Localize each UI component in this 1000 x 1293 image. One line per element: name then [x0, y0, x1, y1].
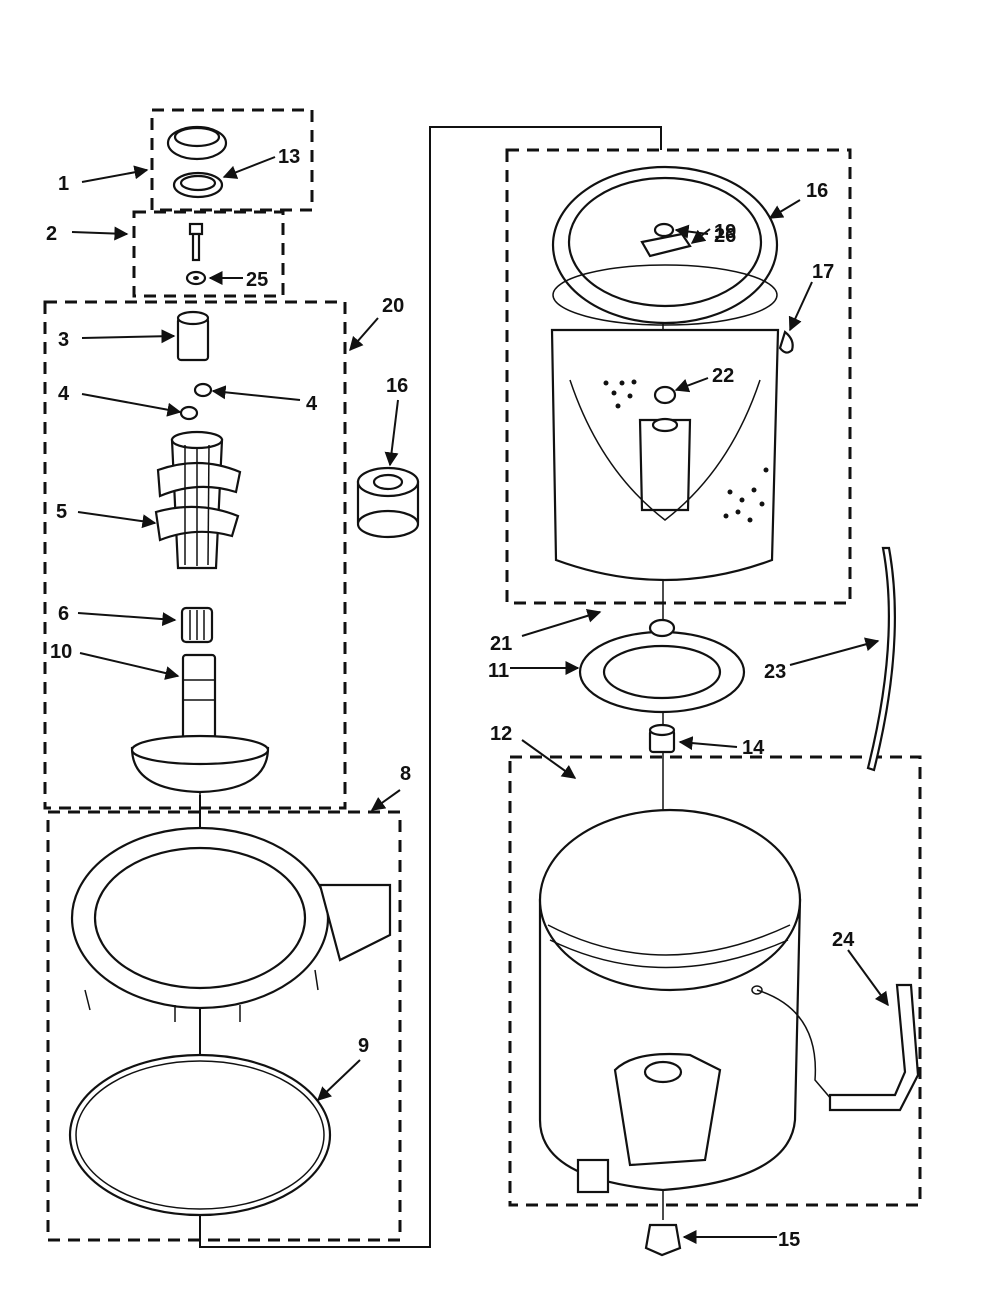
label-1: 1 — [58, 173, 69, 195]
group-box-cap — [150, 108, 314, 212]
leader-23 — [789, 637, 880, 666]
label-3: 3 — [58, 329, 69, 351]
leader-16b — [768, 199, 801, 219]
bolt-washer — [185, 270, 207, 286]
leader-13 — [222, 156, 276, 179]
label-25: 25 — [246, 269, 268, 291]
group-box-agitator — [43, 300, 347, 810]
coupling-part — [648, 723, 676, 754]
label-23: 23 — [764, 661, 786, 683]
label-13: 13 — [278, 146, 300, 168]
label-20: 20 — [382, 295, 404, 317]
label-6: 6 — [58, 603, 69, 625]
label-8: 8 — [400, 763, 411, 785]
label-15: 15 — [778, 1229, 800, 1251]
label-24: 24 — [832, 929, 855, 951]
leader-5 — [77, 511, 157, 529]
agitator-auger — [154, 430, 242, 570]
dog-small-upper — [193, 382, 213, 398]
label-16b: 16 — [806, 180, 828, 202]
label-4a: 4 — [58, 383, 70, 405]
bearing-part — [356, 466, 420, 539]
leader-12 — [521, 739, 577, 779]
agitator-bolt — [188, 222, 204, 262]
leader-19 — [690, 228, 711, 244]
agitator-base — [130, 653, 270, 794]
drain-hose-part — [756, 983, 920, 1112]
drive-block — [578, 618, 746, 714]
label-26: 26 — [714, 225, 736, 247]
leader-21 — [521, 609, 602, 637]
basket-clip — [778, 330, 794, 354]
label-14: 14 — [742, 737, 765, 759]
label-22: 22 — [712, 365, 734, 387]
group-box-ring — [46, 810, 402, 1242]
label-4b: 4 — [306, 393, 318, 415]
hose-part — [866, 546, 896, 772]
label-11: 11 — [488, 660, 509, 682]
leader-17 — [788, 281, 813, 332]
tub-seal — [68, 1053, 332, 1217]
drive-coupler — [180, 606, 214, 644]
label-5: 5 — [56, 501, 67, 523]
label-9: 9 — [358, 1035, 369, 1057]
leader-2 — [71, 226, 129, 241]
leader-1 — [81, 165, 149, 183]
agitator-cap — [166, 125, 228, 161]
label-10: 10 — [50, 641, 72, 663]
leader-6 — [77, 612, 177, 627]
outer-tub — [538, 808, 802, 1194]
group-box-basket — [505, 148, 852, 605]
group-box-bolt — [132, 210, 285, 298]
leader-3 — [81, 329, 176, 344]
leader-24 — [847, 949, 889, 1007]
basket-nut — [653, 222, 675, 238]
dog-small-lower — [179, 405, 199, 421]
leader-8 — [370, 789, 401, 811]
cam-part — [176, 310, 210, 362]
tub-ring — [70, 826, 392, 1022]
label-12: 12 — [490, 723, 512, 745]
leader-10 — [79, 652, 180, 680]
label-17: 17 — [812, 261, 834, 283]
leader-20 — [349, 317, 379, 352]
label-16a: 16 — [386, 375, 408, 397]
leader-4a — [81, 393, 182, 417]
leader-16a — [384, 399, 399, 467]
label-nineteen: 19 — [714, 221, 736, 243]
cap-seal-ring — [172, 171, 224, 199]
label-21: 21 — [490, 633, 512, 655]
label-2: 2 — [46, 223, 57, 245]
basket-washer — [653, 385, 677, 405]
basket-holes — [603, 379, 769, 523]
leader-9 — [316, 1059, 361, 1101]
leader-22 — [674, 377, 709, 393]
tub-nut — [644, 1223, 682, 1257]
leader-4b — [211, 385, 301, 401]
spanner-nut — [640, 232, 692, 258]
leader-14 — [678, 736, 738, 751]
